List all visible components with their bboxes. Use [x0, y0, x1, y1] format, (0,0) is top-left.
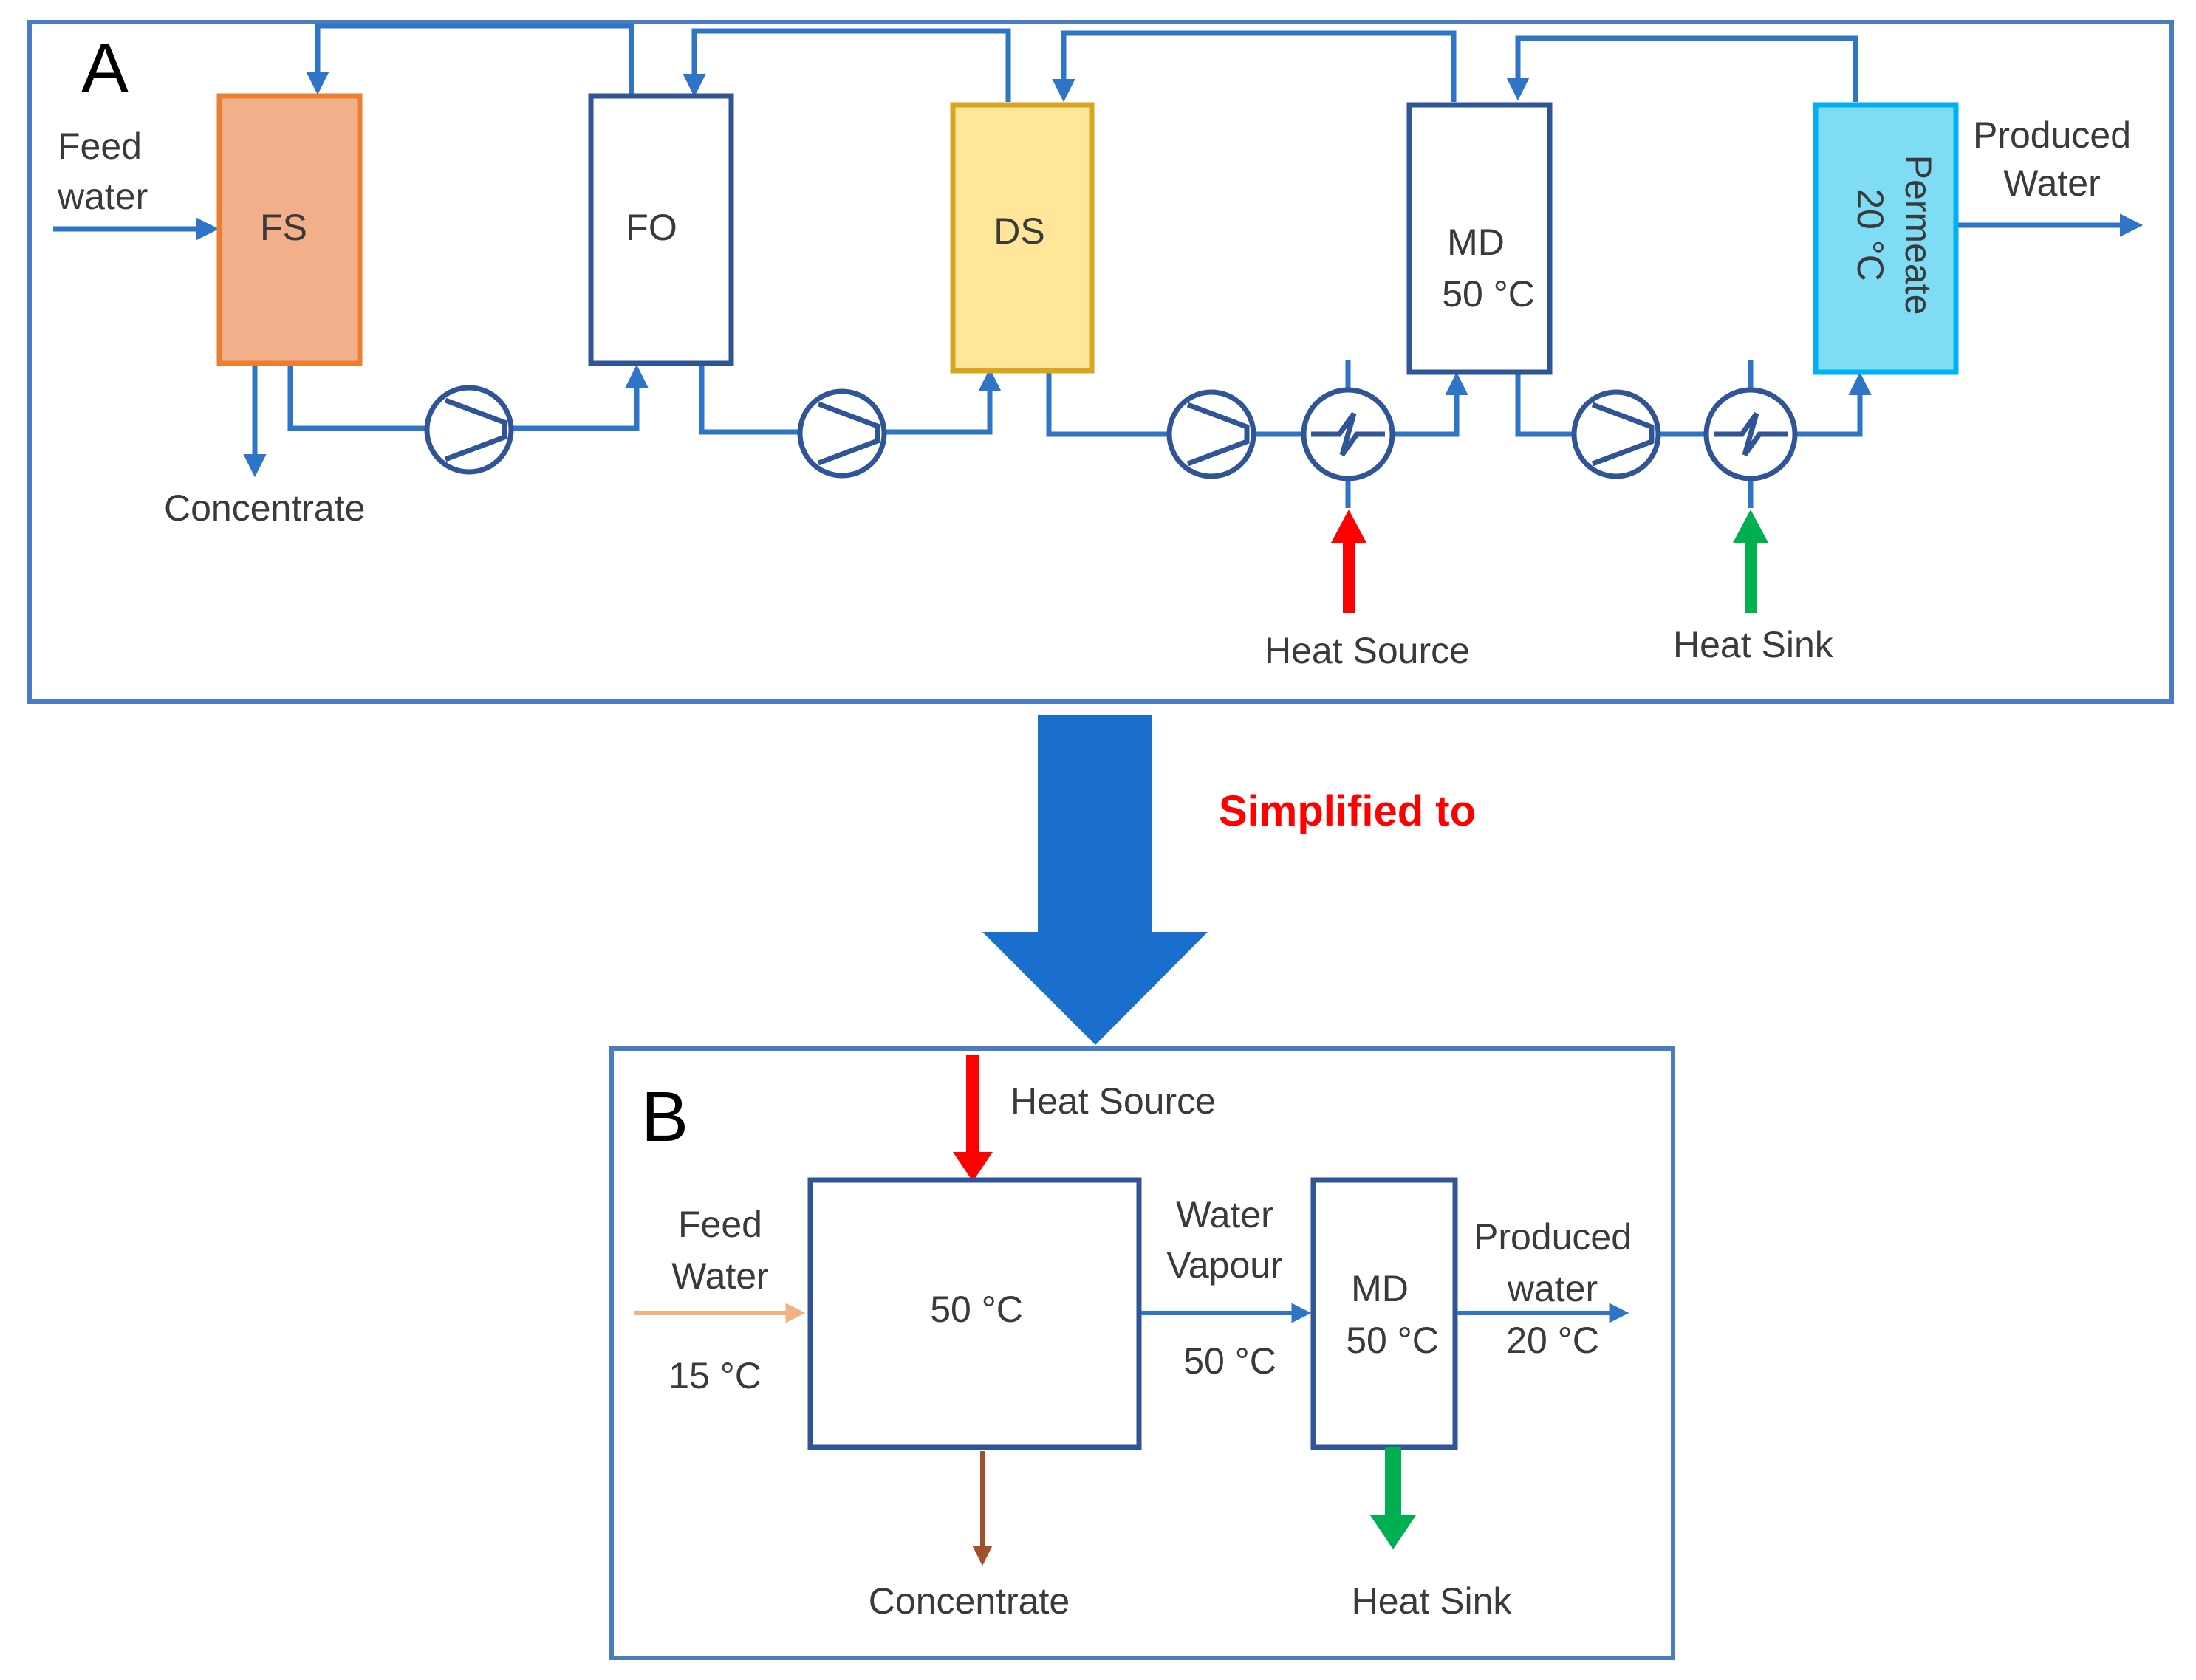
heat-source-arrow-b [953, 1055, 993, 1182]
heat-sink-b-label: Heat Sink [1352, 1580, 1513, 1622]
simplified-to-label: Simplified to [1219, 787, 1476, 835]
md-b-label: MD [1351, 1268, 1409, 1309]
panel-b: B Heat Source 50 °C Feed Water 15 °C Con… [609, 1046, 1675, 1660]
panel-a-letter: A [81, 29, 129, 108]
feed-water-label-1: Feed [58, 126, 142, 167]
produced-water-b-temp: 20 °C [1506, 1320, 1599, 1361]
fo-tank: FO [588, 93, 734, 366]
water-vapour-label-2: Vapour [1166, 1244, 1283, 1286]
ds-label: DS [993, 210, 1044, 252]
permeate-label: Permeate [1898, 155, 1939, 315]
heat-sink-label: Heat Sink [1673, 624, 1834, 665]
produced-water-label-2: Water [2003, 162, 2101, 204]
feed-water-b-label-1: Feed [678, 1204, 762, 1245]
concentrate-b-label: Concentrate [869, 1580, 1070, 1622]
pump-icon [1571, 389, 1661, 479]
heat-exchanger-icon [1703, 387, 1798, 481]
pump-icon [424, 385, 514, 475]
fs-tank: FS [216, 93, 363, 366]
md-unit-b: MD 50 °C [1310, 1177, 1458, 1450]
heat-source-arrow [1331, 510, 1366, 613]
produced-water-b-label-2: water [1507, 1268, 1598, 1309]
evaporator-temp: 50 °C [930, 1289, 1023, 1330]
pump-icon [797, 388, 887, 479]
heat-exchanger-icon [1301, 387, 1395, 481]
water-vapour-label-1: Water [1176, 1194, 1273, 1235]
md-unit: MD 50 °C [1406, 102, 1553, 375]
md-b-temp: 50 °C [1346, 1320, 1439, 1361]
fo-label: FO [626, 207, 677, 248]
produced-water-b-label-1: Produced [1474, 1216, 1632, 1258]
panel-a: A [27, 20, 2174, 704]
panel-a-frame [27, 20, 2174, 704]
feed-water-b-label-2: Water [671, 1255, 769, 1297]
pump-icon [1166, 389, 1256, 479]
produced-water-label-1: Produced [1973, 114, 2131, 156]
panel-b-letter: B [641, 1077, 688, 1156]
panel-a-pipes [53, 23, 2144, 508]
concentrate-label: Concentrate [164, 487, 365, 529]
heat-sink-arrow [1733, 510, 1768, 613]
feed-water-b-temp: 15 °C [668, 1355, 762, 1396]
ds-tank: DS [950, 102, 1095, 374]
md-label: MD [1447, 222, 1505, 263]
md-temp: 50 °C [1442, 273, 1535, 315]
evaporator-box: 50 °C [807, 1177, 1142, 1450]
fs-label: FS [260, 207, 307, 248]
feed-water-label-2: water [57, 176, 148, 217]
heat-source-label-b: Heat Source [1010, 1080, 1216, 1122]
permeate-temp: 20 °C [1850, 188, 1891, 281]
heat-source-label: Heat Source [1265, 630, 1470, 671]
permeate-tank: Permeate 20 °C [1813, 102, 1959, 375]
water-vapour-temp: 50 °C [1183, 1340, 1276, 1382]
simplification-arrow [982, 715, 1208, 1045]
heat-sink-arrow-b [1370, 1447, 1416, 1549]
panel-b-frame [609, 1046, 1675, 1660]
